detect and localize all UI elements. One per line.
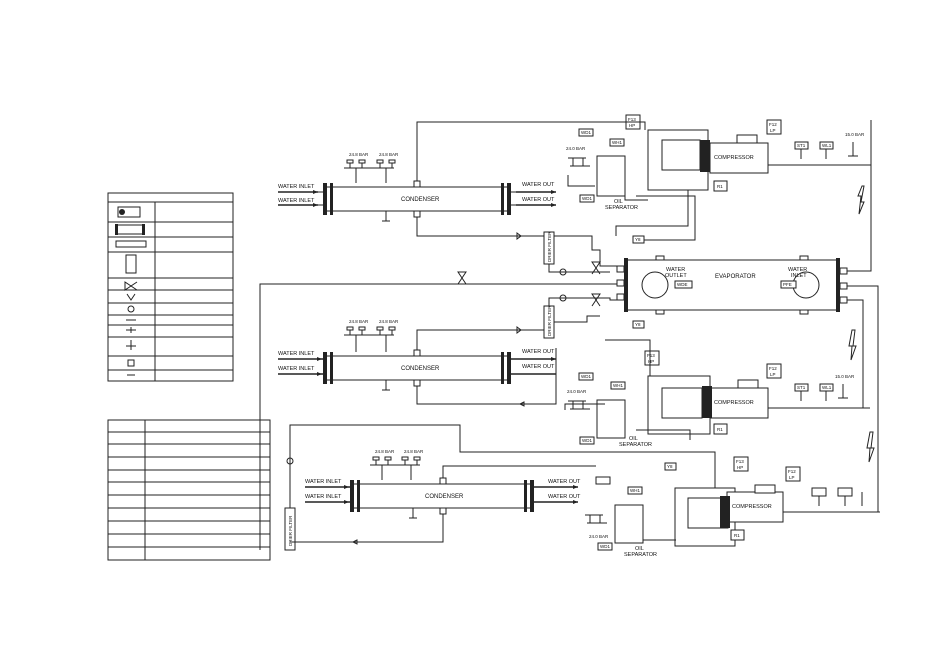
condenser-3: WATER INLET WATER INLET WATER OUT WATER …: [305, 449, 581, 519]
svg-text:ST1: ST1: [797, 385, 806, 390]
water-out-label: WATER OUT: [548, 479, 581, 485]
pressure-label: 24.8 BAR: [349, 152, 369, 157]
svg-text:WD1: WD1: [582, 196, 592, 201]
svg-text:F12: F12: [769, 122, 777, 127]
pressure-label: 24.8 BAR: [375, 449, 395, 454]
piping: [259, 121, 879, 550]
pressure-label: 24.8 BAR: [349, 319, 369, 324]
svg-text:WL1: WL1: [822, 143, 832, 148]
evaporator-label: EVAPORATOR: [715, 274, 756, 280]
water-inlet-label: WATER INLET: [278, 351, 315, 357]
pressure-label: 24.8 BAR: [379, 319, 399, 324]
svg-text:R1: R1: [717, 427, 723, 432]
svg-text:R1: R1: [717, 184, 723, 189]
svg-text:LP: LP: [770, 128, 776, 133]
water-out-label: WATER OUT: [522, 364, 555, 370]
svg-text:WH1: WH1: [612, 140, 622, 145]
water-inlet-label: WATER INLET: [305, 494, 342, 500]
water-out-label: WATER OUT: [522, 197, 555, 203]
evaporator: EVAPORATOR WATER OUTLET WATER INLET WDE …: [616, 255, 848, 315]
compressor-label: COMPRESSOR: [714, 155, 754, 161]
svg-text:F12: F12: [769, 366, 777, 371]
oil-separator-1: OIL SEPARATOR WD1 24.0 BAR: [566, 146, 638, 211]
svg-text:HP: HP: [629, 123, 635, 128]
svg-text:Y8: Y8: [667, 464, 673, 469]
svg-text:WL1: WL1: [822, 385, 832, 390]
condenser-label: CONDENSER: [425, 494, 464, 500]
compressor-label: COMPRESSOR: [732, 504, 772, 510]
condenser-label: CONDENSER: [401, 197, 440, 203]
svg-text:WD1: WD1: [600, 544, 610, 549]
condenser-label: CONDENSER: [401, 366, 440, 372]
svg-text:OIL: OIL: [635, 546, 644, 552]
svg-text:24.0 BAR: 24.0 BAR: [566, 146, 586, 151]
oil-separator-2: OIL SEPARATOR WD1 24.0 BAR: [567, 389, 652, 448]
oil-separator-3: OIL SEPARATOR WD1 24.0 BAR: [585, 504, 657, 558]
svg-text:SEPARATOR: SEPARATOR: [619, 442, 652, 448]
svg-text:WD1: WD1: [581, 130, 591, 135]
svg-text:DRIER FILTER: DRIER FILTER: [547, 231, 552, 262]
svg-text:Y8: Y8: [635, 322, 641, 327]
svg-text:R1: R1: [734, 533, 740, 538]
water-out-label: WATER OUT: [522, 182, 555, 188]
svg-text:SEPARATOR: SEPARATOR: [605, 205, 638, 211]
water-out-label: WATER OUT: [548, 494, 581, 500]
water-outlet-label: WATER: [666, 267, 685, 273]
svg-text:SEPARATOR: SEPARATOR: [624, 552, 657, 558]
flow-arrows: [848, 185, 875, 463]
water-inlet-label: WATER INLET: [278, 366, 315, 372]
svg-text:WH1: WH1: [630, 488, 640, 493]
svg-text:Y8: Y8: [635, 237, 641, 242]
svg-text:15.0 BAR: 15.0 BAR: [835, 374, 855, 379]
svg-text:ST1: ST1: [797, 143, 806, 148]
compressor-label: COMPRESSOR: [714, 400, 754, 406]
svg-text:24.0 BAR: 24.0 BAR: [589, 534, 609, 539]
pressure-label: 24.8 BAR: [379, 152, 399, 157]
svg-text:LP: LP: [789, 475, 795, 480]
svg-text:F13: F13: [647, 353, 655, 358]
legend-box: [107, 192, 234, 382]
svg-text:HP: HP: [737, 465, 743, 470]
condenser-2: WATER INLET WATER INLET WATER OUT WATER …: [278, 319, 556, 391]
svg-text:F12: F12: [788, 469, 796, 474]
svg-text:F13: F13: [736, 459, 744, 464]
svg-text:OIL: OIL: [629, 436, 638, 442]
svg-text:WD1: WD1: [581, 374, 591, 379]
svg-text:24.0 BAR: 24.0 BAR: [567, 389, 587, 394]
parts-table: [107, 419, 271, 561]
svg-text:F13: F13: [628, 117, 636, 122]
svg-text:LP: LP: [770, 372, 776, 377]
water-inlet-label: WATER INLET: [278, 184, 315, 190]
svg-text:WH1: WH1: [613, 383, 623, 388]
water-out-label: WATER OUT: [522, 349, 555, 355]
svg-text:DRIER FILTER: DRIER FILTER: [547, 305, 552, 336]
water-outlet-label: OUTLET: [665, 273, 687, 279]
svg-text:DRIER FILTER: DRIER FILTER: [288, 515, 293, 546]
svg-text:WDE: WDE: [677, 282, 688, 287]
pressure-label: 24.8 BAR: [404, 449, 424, 454]
water-inlet-label: WATER INLET: [305, 479, 342, 485]
water-inlet-label: WATER: [788, 267, 807, 273]
svg-text:OIL: OIL: [614, 199, 623, 205]
svg-text:WD1: WD1: [582, 438, 592, 443]
svg-text:HP: HP: [648, 359, 654, 364]
water-inlet-label: INLET: [791, 273, 807, 279]
svg-text:15.0 BAR: 15.0 BAR: [845, 132, 865, 137]
svg-text:PFE: PFE: [783, 282, 792, 287]
condenser-1: WATER INLET WATER INLET WATER OUT WATER …: [278, 152, 556, 222]
water-inlet-label: WATER INLET: [278, 198, 315, 204]
